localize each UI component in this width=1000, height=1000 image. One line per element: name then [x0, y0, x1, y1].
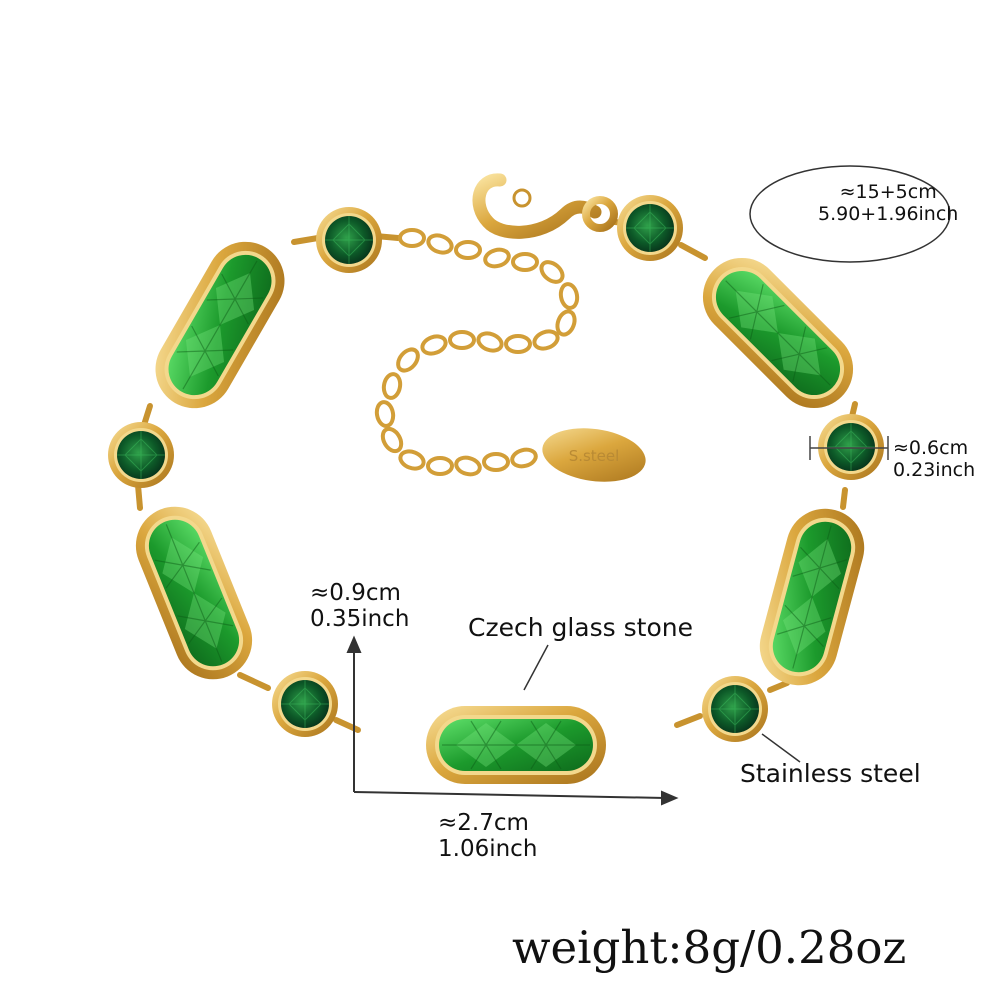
length-inch: 5.90+1.96inch — [818, 202, 959, 225]
oval-stone-left — [123, 494, 265, 692]
height-inch: 0.35inch — [310, 606, 410, 633]
stone-material-label: Czech glass stone — [468, 613, 693, 642]
length-label: ≈15+5cm 5.90+1.96inch — [818, 181, 959, 226]
round-stone-bottom-left — [271, 670, 339, 738]
small-stone-cm: ≈0.6cm — [893, 437, 969, 459]
length-cm: ≈15+5cm — [839, 181, 937, 203]
width-label: ≈2.7cm 1.06inch — [438, 810, 537, 863]
round-stone-right — [817, 413, 885, 481]
oval-stone-center — [425, 705, 607, 785]
height-label: ≈0.9cm 0.35inch — [310, 580, 409, 633]
small-stone-label: ≈0.6cm 0.23inch — [893, 437, 976, 482]
steel-callout-line — [761, 733, 801, 763]
stone-callout-line — [523, 644, 549, 691]
steel-tag: S.steel — [542, 428, 646, 482]
extension-chain — [374, 228, 580, 477]
oval-stone-upper-right — [686, 241, 870, 425]
length-callout-oval — [749, 165, 951, 263]
height-dimension-arrow — [346, 635, 362, 792]
round-stone-bottom-right — [701, 675, 769, 743]
small-stone-dimension — [809, 436, 889, 460]
oval-stone-upper-left — [140, 226, 300, 424]
height-cm: ≈0.9cm — [310, 580, 401, 606]
round-stone-top-left — [315, 206, 383, 274]
round-stone-left — [107, 421, 175, 489]
width-dimension-arrow — [353, 790, 679, 806]
oval-stone-right — [750, 499, 874, 695]
round-stone-top-right — [616, 194, 684, 262]
lobster-clasp — [472, 173, 618, 239]
metal-material-label: Stainless steel — [740, 759, 921, 788]
tag-engraving: S.steel — [569, 447, 620, 465]
weight-label: weight:8g/0.28oz — [512, 921, 907, 974]
small-stone-inch: 0.23inch — [893, 458, 976, 481]
width-cm: ≈2.7cm — [438, 810, 529, 836]
width-inch: 1.06inch — [438, 836, 538, 863]
